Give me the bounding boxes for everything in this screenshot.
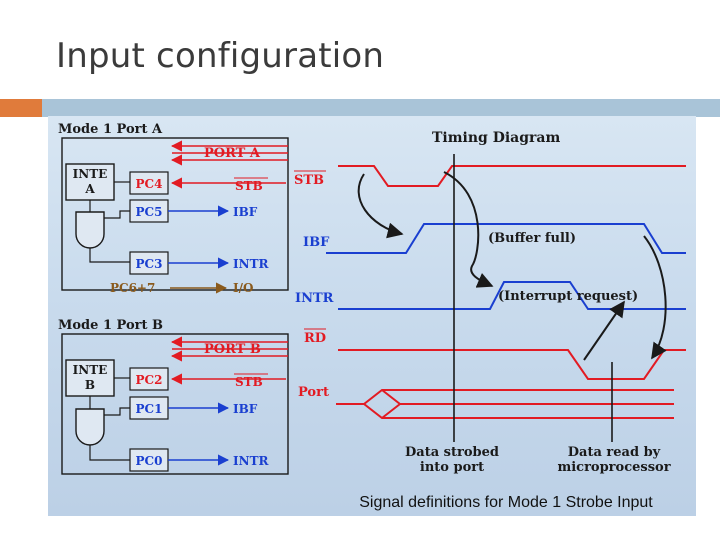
- port-a-wire-gate-intr: [89, 248, 130, 263]
- annotation-data-strobed-line1: Data strobed: [405, 445, 499, 460]
- signal-label-intr: INTR: [295, 291, 334, 306]
- annotation-interrupt-request: (Interrupt request): [498, 289, 638, 304]
- title-accent-bar-orange: [0, 99, 42, 117]
- port-a-port-label: PORT A: [204, 146, 261, 161]
- port-a-inte-label: INTE: [73, 167, 108, 181]
- port-b-ibf-label: IBF: [233, 402, 258, 416]
- waveform-rd: [338, 349, 686, 380]
- port-b-pin-box-pc2: [129, 367, 169, 391]
- port-a-wire-ibf-gate: [104, 210, 130, 219]
- port-a-pin-pc5: PC5: [136, 205, 163, 219]
- port-b-inte-label: INTE: [73, 363, 108, 377]
- port-b-heading: Mode 1 Port B: [58, 318, 163, 333]
- signal-label-port: Port: [298, 385, 329, 400]
- signal-label-ibf: IBF: [303, 235, 330, 250]
- port-b-wire-gate-intr: [89, 445, 130, 461]
- port-b-port-label: PORT B: [204, 342, 261, 357]
- port-a-intr-label: INTR: [233, 257, 270, 271]
- port-b-inte-letter: B: [85, 378, 95, 392]
- timing-block: Timing Diagram STB IBF INTR RD Port: [294, 130, 686, 475]
- annotation-data-strobed-line2: into port: [420, 460, 484, 475]
- diagram-svg: Mode 1 Port A INTE A PC4 PC5 PC3 PORT A: [58, 122, 686, 511]
- waveform-intr: [338, 281, 686, 310]
- port-b-stb-label: STB: [235, 375, 263, 389]
- arrow-stb-to-ibf: [357, 173, 404, 239]
- port-a-chip-outline: [61, 137, 289, 291]
- port-a-io-pin: PC6+7: [110, 281, 155, 295]
- port-b-block: Mode 1 Port B INTE B PC2 PC1 PC0 PORT B …: [58, 318, 289, 475]
- port-b-wire-ibf-gate: [104, 407, 130, 416]
- arrow-stb-to-intr: [443, 171, 494, 288]
- arrow-ibf-to-rd: [643, 235, 667, 360]
- port-a-pin-pc4: PC4: [136, 177, 163, 191]
- port-b-pin-pc0: PC0: [136, 454, 163, 468]
- port-a-block: Mode 1 Port A INTE A PC4 PC5 PC3 PORT A: [58, 122, 289, 295]
- figure-caption: Signal definitions for Mode 1 Strobe Inp…: [359, 494, 653, 511]
- port-b-intr-label: INTR: [233, 454, 270, 468]
- annotation-data-read-line2: microprocessor: [557, 460, 670, 475]
- port-a-pin-pc3: PC3: [136, 257, 163, 271]
- port-a-heading: Mode 1 Port A: [58, 122, 163, 137]
- annotation-buffer-full: (Buffer full): [488, 231, 576, 246]
- annotation-data-read-line1: Data read by: [568, 445, 661, 460]
- waveform-ibf: [326, 223, 686, 254]
- port-b-and-gate: [75, 408, 105, 446]
- arrow-rd-to-intr: [583, 300, 625, 361]
- port-a-ibf-label: IBF: [233, 205, 258, 219]
- port-a-pin-box-pc4: [129, 171, 169, 195]
- port-a-inte-letter: A: [84, 182, 95, 196]
- waveform-port-bus: [336, 389, 674, 419]
- timing-title: Timing Diagram: [432, 130, 560, 146]
- port-b-pin-pc1: PC1: [136, 402, 163, 416]
- port-a-stb-label: STB: [235, 179, 263, 193]
- port-b-chip-outline: [61, 333, 289, 475]
- waveform-stb: [338, 165, 686, 187]
- signal-label-stb: STB: [294, 173, 324, 188]
- signal-label-rd: RD: [304, 331, 326, 346]
- port-a-io-label: I/O: [233, 281, 253, 295]
- port-b-pin-pc2: PC2: [136, 373, 163, 387]
- port-a-and-gate: [75, 211, 105, 249]
- title-accent-bar-blue: [42, 99, 720, 117]
- timing-diagram-figure: Mode 1 Port A INTE A PC4 PC5 PC3 PORT A: [48, 116, 696, 516]
- slide-title: Input configuration: [56, 36, 385, 76]
